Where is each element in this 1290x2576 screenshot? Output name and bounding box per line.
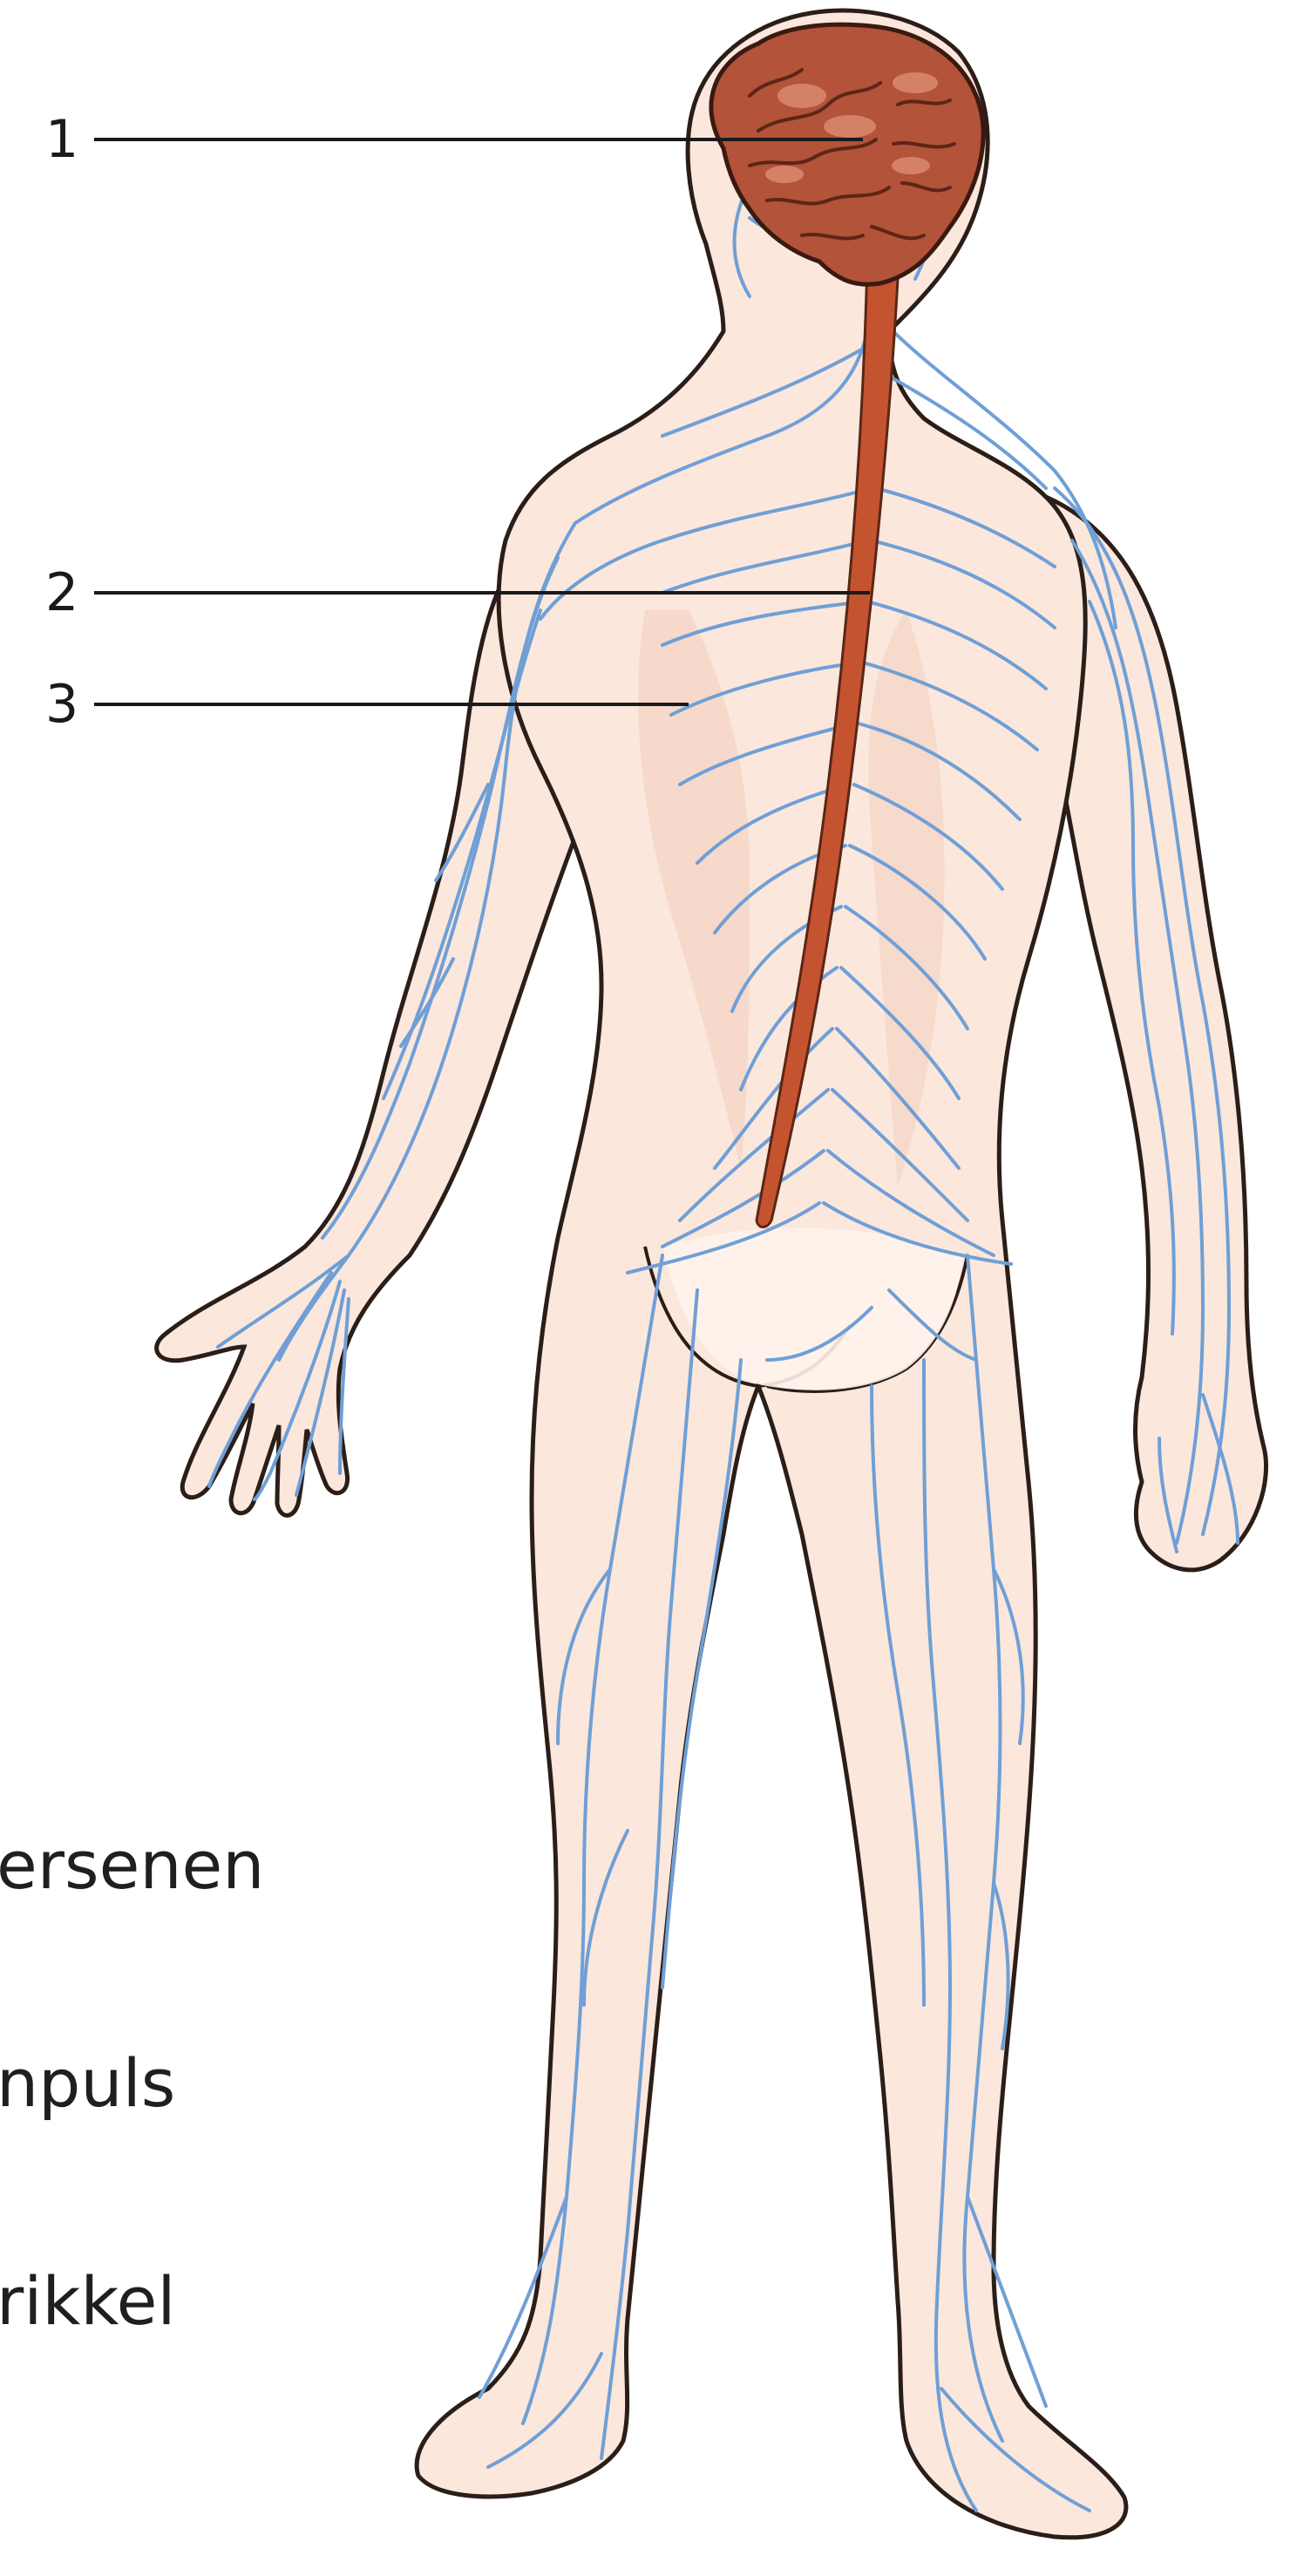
callout-number-3: 3 <box>45 678 78 731</box>
callout-number-1: 1 <box>45 113 78 166</box>
callout-number-2: 2 <box>45 567 78 619</box>
word-ersenen: ersenen <box>0 1831 264 1900</box>
word-rikkel: rikkel <box>0 2267 176 2336</box>
word-npuls: npuls <box>0 2049 175 2118</box>
